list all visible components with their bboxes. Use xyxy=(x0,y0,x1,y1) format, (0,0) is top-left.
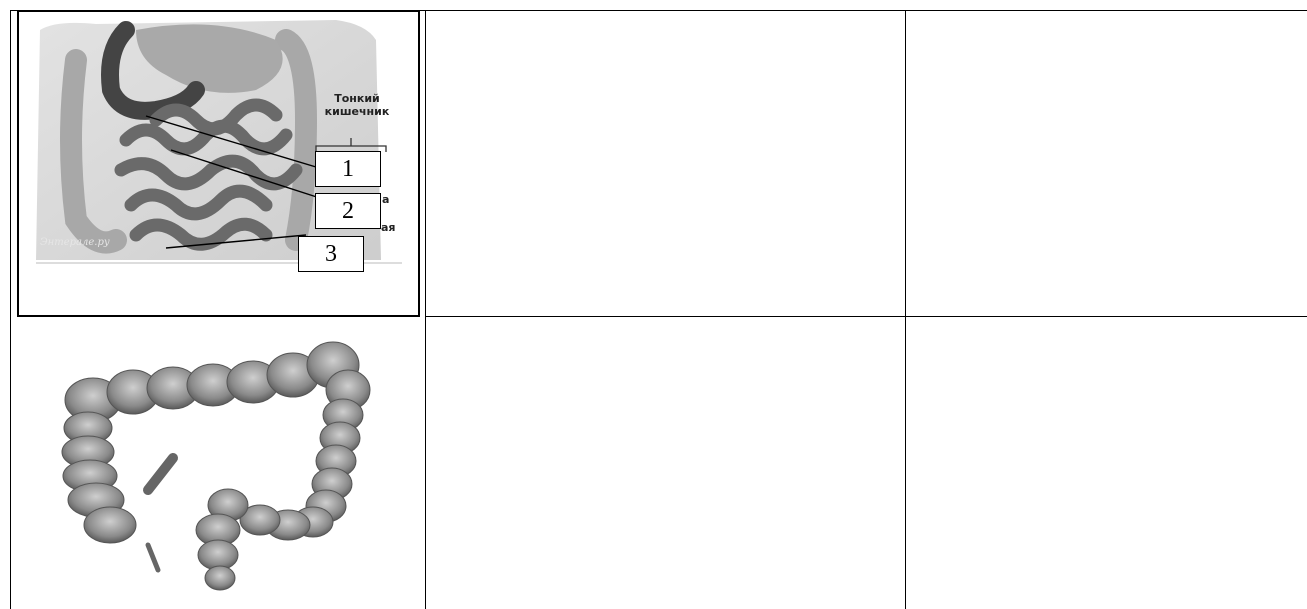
watermark-text: Энтерале.ру xyxy=(40,237,110,248)
table-cell-row1-col2 xyxy=(426,11,904,316)
table-border-left xyxy=(10,10,11,609)
partial-label-a: а xyxy=(382,193,389,206)
table-cell-row1-col3 xyxy=(906,11,1306,316)
small-intestine-label: Тонкий кишечник xyxy=(322,92,392,118)
number-box-2: 2 xyxy=(315,193,381,229)
number-box-3: 3 xyxy=(298,236,364,272)
number-box-1: 1 xyxy=(315,151,381,187)
table-cell-row2-col2 xyxy=(426,317,904,609)
partial-label-aya: ая xyxy=(381,221,396,234)
table-cell-row2-col3 xyxy=(906,317,1306,609)
large-intestine-illustration xyxy=(48,330,388,600)
